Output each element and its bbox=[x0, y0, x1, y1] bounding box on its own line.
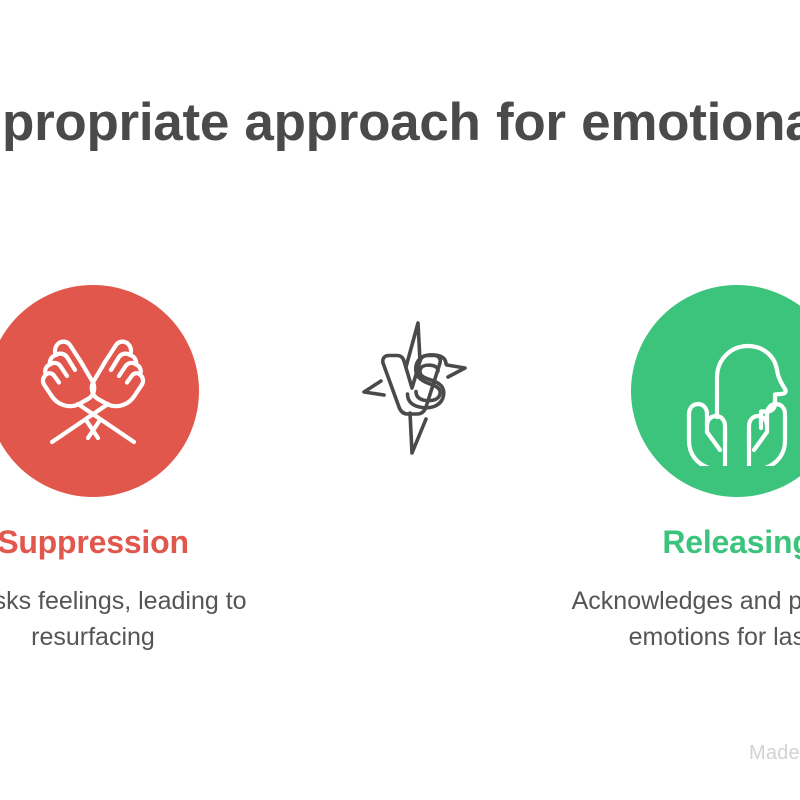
page-title-text: se the appropriate approach for emotiona… bbox=[0, 93, 800, 152]
vs-divider bbox=[350, 315, 480, 460]
crossed-fists-icon bbox=[18, 316, 168, 466]
releasing-icon-circle bbox=[631, 285, 800, 497]
suppression-description: y masks feelings, leading to resurfacing bbox=[0, 587, 247, 651]
head-with-open-hands-icon bbox=[662, 316, 800, 466]
releasing-label: Releasing bbox=[662, 524, 800, 560]
vs-burst-icon bbox=[350, 321, 480, 464]
comparison-side-releasing: Releasing Acknowledges and processes emo… bbox=[522, 285, 800, 655]
comparison-side-suppression: Suppression y masks feelings, leading to… bbox=[0, 285, 308, 655]
comparison-row: Suppression y masks feelings, leading to… bbox=[0, 285, 800, 705]
watermark: Made bbox=[749, 742, 800, 764]
suppression-label: Suppression bbox=[0, 524, 189, 560]
page-title: se the appropriate approach for emotiona… bbox=[0, 92, 800, 154]
releasing-description: Acknowledges and processes emotions for … bbox=[571, 587, 800, 651]
suppression-icon-circle bbox=[0, 285, 199, 497]
